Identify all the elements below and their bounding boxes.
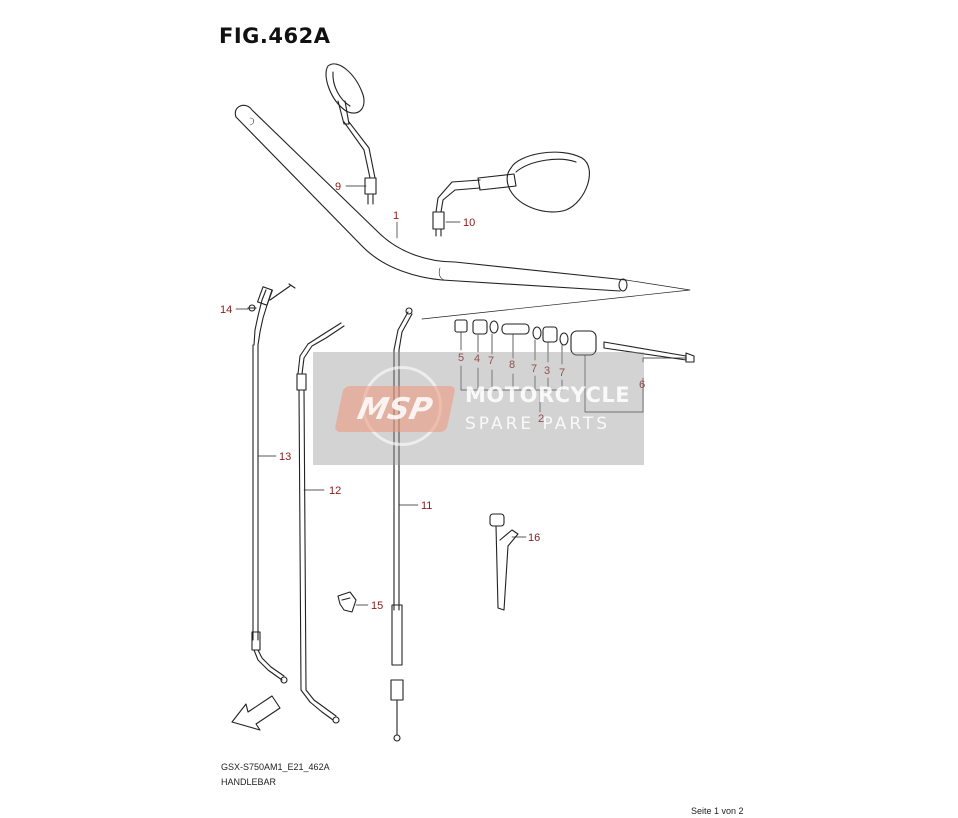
figure-name: HANDLEBAR <box>221 777 277 787</box>
bar-end-weight-part[interactable] <box>570 330 597 356</box>
bar-end-leader-lines <box>460 331 687 413</box>
callout-1: 1 <box>393 210 399 222</box>
callout-11: 11 <box>421 500 432 512</box>
callout-3: 3 <box>544 365 550 377</box>
callout-12: 12 <box>329 485 341 497</box>
callout-4: 4 <box>474 353 480 365</box>
bar-end-part-8[interactable] <box>501 323 530 335</box>
cable-part-13[interactable] <box>251 283 296 684</box>
handlebar-leader-line <box>421 279 691 320</box>
right-mirror-part[interactable] <box>432 151 590 237</box>
bar-end-bolt-part-6[interactable] <box>603 341 695 363</box>
callout-13: 13 <box>279 451 291 463</box>
callout-7a: 7 <box>488 355 494 367</box>
bar-end-part-5[interactable] <box>454 319 468 333</box>
watermark-logo: MSP <box>334 386 456 432</box>
page-indicator: Seite 1 von 2 <box>691 806 744 816</box>
callout-7c: 7 <box>559 367 565 379</box>
callout-16: 16 <box>528 532 540 544</box>
callout-leader-lines <box>235 185 527 606</box>
watermark-line-2: SPARE PARTS <box>465 414 611 434</box>
left-mirror-part[interactable] <box>325 63 377 205</box>
callout-15: 15 <box>371 600 383 612</box>
callout-14: 14 <box>220 304 232 316</box>
cable-tie-part-16[interactable] <box>489 513 519 611</box>
callout-7b: 7 <box>531 363 537 375</box>
figure-title: FIG.462A <box>219 24 331 48</box>
bar-end-part-4[interactable] <box>472 319 488 335</box>
callout-9: 9 <box>335 181 341 193</box>
callout-5: 5 <box>458 352 464 364</box>
callout-6: 6 <box>639 379 645 391</box>
screw-part-14[interactable] <box>247 304 257 312</box>
callout-8: 8 <box>509 359 515 371</box>
callout-2: 2 <box>538 413 544 425</box>
callout-10: 10 <box>463 217 475 229</box>
fwd-direction-arrow <box>231 695 281 731</box>
bar-end-part-7c[interactable] <box>559 332 569 346</box>
cable-part-12[interactable] <box>296 322 345 724</box>
handlebar-part[interactable] <box>234 104 628 292</box>
watermark-logo-text: MSP <box>354 391 436 427</box>
bar-end-part-7a[interactable] <box>489 320 499 334</box>
bar-end-part-3[interactable] <box>542 326 558 343</box>
bar-end-part-7b[interactable] <box>532 326 542 340</box>
clip-part-15[interactable] <box>337 591 357 613</box>
model-code: GSX-S750AM1_E21_462A <box>221 762 330 772</box>
fwd-label: FWD <box>245 706 265 723</box>
watermark-line-1: MOTORCYCLE <box>465 383 631 407</box>
